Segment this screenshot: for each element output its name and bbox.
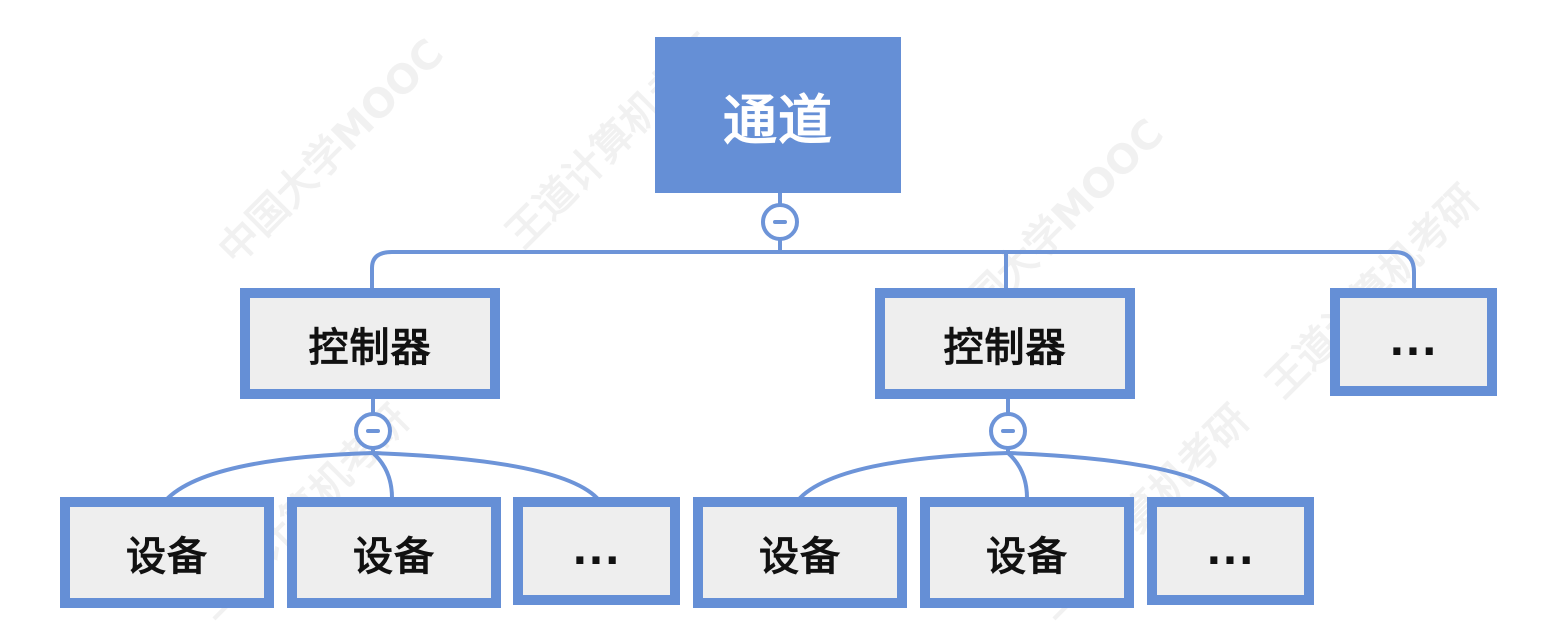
collapse-root-button[interactable] — [761, 203, 799, 241]
controller-label: 控制器 — [308, 324, 432, 371]
device-node[interactable]: 设备 — [287, 497, 501, 608]
device-node[interactable]: 设备 — [60, 497, 274, 608]
controller-node-2[interactable]: 控制器 — [875, 288, 1135, 399]
controller-node-1[interactable]: 控制器 — [240, 288, 500, 399]
device-node[interactable]: 设备 — [693, 497, 907, 608]
controller1-branch-left — [166, 451, 375, 500]
controller2-branch-left — [798, 451, 1010, 500]
device-node[interactable]: 设备 — [920, 497, 1134, 608]
ellipsis-label: ... — [572, 528, 621, 574]
controller2-branch-right — [1006, 451, 1230, 500]
root-label: 通道 — [723, 88, 833, 152]
device-label: 设备 — [759, 533, 841, 580]
root-bracket — [370, 250, 1416, 292]
device-label: 设备 — [126, 533, 208, 580]
ellipsis-node-level1[interactable]: ... — [1330, 288, 1497, 396]
ellipsis-node[interactable]: ... — [1147, 497, 1314, 605]
device-label: 设备 — [986, 533, 1068, 580]
ellipsis-label: ... — [1389, 319, 1438, 365]
collapse-controller-2-button[interactable] — [989, 412, 1027, 450]
controller-label: 控制器 — [943, 324, 1067, 371]
controller2-branch-middle — [1006, 451, 1029, 500]
controller1-branch-right — [371, 451, 599, 500]
ellipsis-node[interactable]: ... — [513, 497, 680, 605]
root-node-channel[interactable]: 通道 — [655, 37, 901, 193]
controller1-branch-middle — [371, 451, 394, 500]
ellipsis-label: ... — [1206, 528, 1255, 574]
collapse-controller-1-button[interactable] — [354, 412, 392, 450]
device-label: 设备 — [353, 533, 435, 580]
